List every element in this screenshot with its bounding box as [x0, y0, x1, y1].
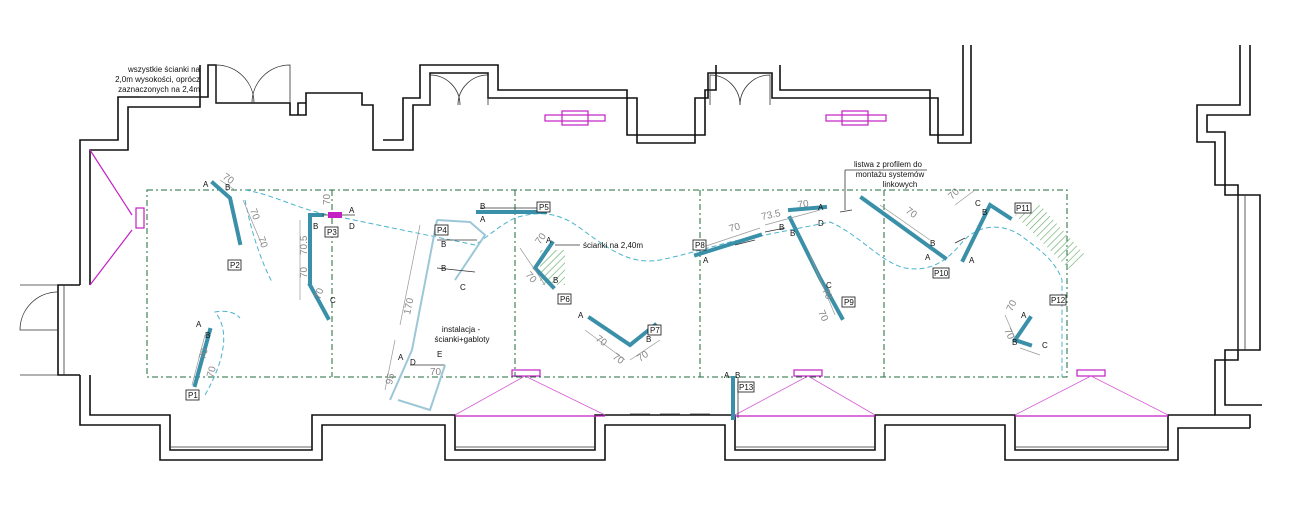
point-b: B: [982, 208, 987, 217]
notes: wszystkie ścianki na 2,0m wysokości, opr…: [115, 65, 924, 344]
dim-label: 70: [299, 266, 310, 278]
point-c: C: [330, 296, 336, 305]
dim-label: 70: [819, 287, 834, 302]
visitor-route: [204, 189, 1063, 396]
point-b: B: [225, 183, 230, 192]
dim-label: 70: [610, 351, 626, 367]
note-installation-line2: ścianki+gabloty: [435, 335, 490, 344]
point-b: B: [930, 239, 935, 248]
tag-p9: P9: [844, 298, 854, 307]
point-labels: A B A D B C A B A B B B C A D E A B A B …: [196, 180, 1048, 380]
point-b: B: [735, 371, 740, 380]
dim-label: 70: [815, 309, 830, 324]
point-a: A: [724, 371, 730, 380]
dim-label: 70: [903, 205, 919, 221]
tag-p8: P8: [695, 241, 705, 250]
dim-label: 70: [255, 235, 269, 250]
point-c: C: [975, 199, 981, 208]
dim-label: 70: [593, 333, 609, 349]
point-b: B: [480, 202, 485, 211]
point-b: B: [441, 264, 446, 273]
point-a: A: [703, 256, 709, 265]
fixtures: [89, 110, 1169, 417]
dim-label: 70: [205, 365, 219, 379]
note-heights-line2: 2,0m wysokości, oprócz: [115, 75, 200, 84]
point-b: B: [646, 335, 651, 344]
tag-p10: P10: [934, 269, 949, 278]
tag-p2: P2: [230, 261, 240, 270]
tag-p11: P11: [1016, 204, 1030, 213]
tag-p6: P6: [560, 295, 570, 304]
dim-label: 70: [430, 367, 442, 378]
dim-label: 70: [247, 207, 261, 222]
point-a: A: [480, 215, 486, 224]
dim-label: 70: [797, 198, 810, 211]
note-listwa-line3: linkowych: [883, 180, 918, 189]
point-a: A: [349, 206, 355, 215]
note-heights-line3: zaznaczonych na 2,4m: [118, 85, 200, 94]
note-listwa-line2: montażu systemów: [856, 170, 925, 179]
point-b: B: [1012, 338, 1017, 347]
point-a: A: [196, 320, 202, 329]
note-installation-line1: instalacja -: [442, 325, 481, 334]
dim-label: 70: [728, 221, 742, 235]
dim-label: 70.5: [299, 235, 310, 255]
doors: [215, 64, 771, 106]
point-b: B: [313, 222, 318, 231]
point-a: A: [818, 203, 824, 212]
point-b: B: [790, 229, 795, 238]
tag-p7: P7: [650, 326, 660, 335]
tag-p1: P1: [188, 391, 198, 400]
dimension-lines: [140, 96, 1041, 391]
point-d: D: [349, 222, 355, 231]
point-b: B: [205, 331, 210, 340]
dim-label: 70: [322, 193, 333, 205]
dim-label: 95: [384, 372, 397, 386]
point-a: A: [1021, 311, 1027, 320]
point-c: C: [460, 283, 466, 292]
dim-label: 70: [946, 186, 962, 202]
point-c: C: [826, 281, 832, 290]
point-a: A: [969, 256, 975, 265]
tag-p4: P4: [437, 226, 447, 235]
dim-label: 70: [197, 347, 211, 361]
hatched-areas: [540, 205, 1085, 285]
point-e: E: [437, 350, 442, 359]
dim-label: 70: [635, 349, 651, 365]
point-a: A: [546, 236, 552, 245]
point-b: B: [779, 223, 784, 232]
dim-label: 70: [1001, 327, 1016, 342]
point-a: A: [578, 311, 584, 320]
dim-label: 70: [1005, 298, 1020, 313]
dim-label: 170: [402, 297, 416, 316]
dimension-labels: 70 70 70 70 70.5 70 70 70 70 170 95 70 7…: [197, 171, 1019, 385]
note-listwa-line1: listwa z profilem do: [854, 160, 923, 169]
point-b: B: [441, 240, 446, 249]
layout-grid: [146, 189, 1068, 378]
tag-p5: P5: [539, 203, 549, 212]
building-walls: [19, 45, 1262, 461]
point-b: B: [553, 276, 558, 285]
dim-label: 70: [312, 286, 326, 301]
tag-p3: P3: [327, 228, 337, 237]
panel-tags: P1 P2 P3 P4 P5 P6 P7 P8 P9 P10 P11 P12 P…: [185, 201, 1067, 401]
point-a: A: [203, 180, 209, 189]
note-heights-line1: wszystkie ścianki na: [127, 65, 201, 74]
dim-label: 73.5: [760, 208, 782, 223]
point-d: D: [410, 358, 416, 367]
point-d: D: [818, 219, 824, 228]
point-a: A: [925, 253, 931, 262]
point-a: A: [398, 353, 404, 362]
point-c: C: [1042, 341, 1048, 350]
note-walls-240: ścianki na 2,40m: [583, 241, 643, 250]
tag-p12: P12: [1051, 296, 1066, 305]
tag-p13: P13: [739, 383, 754, 392]
